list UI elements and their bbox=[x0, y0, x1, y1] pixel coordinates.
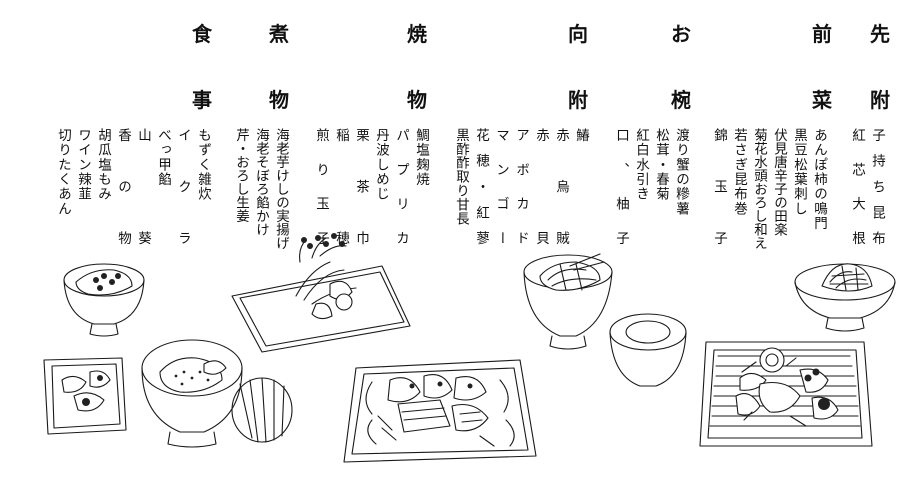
dish-yakimono-3: 丹波しめじ bbox=[373, 128, 389, 202]
course-heading-bottom: 附 bbox=[568, 88, 588, 112]
dish-mukozuke-6: 花穂・紅蓼 bbox=[473, 128, 489, 246]
yakimono-plate-illustration bbox=[231, 233, 411, 353]
dish-zensai-2: 黒豆松葉刺し bbox=[791, 128, 807, 217]
course-heading-top: お bbox=[671, 22, 691, 46]
dish-mukozuke-2: 赤烏賊 bbox=[553, 128, 569, 246]
dish-yakimono-5: 稲穂 bbox=[333, 128, 349, 246]
dish-zensai-3: 伏見唐辛子の田楽 bbox=[771, 128, 787, 236]
dish-shokuji-7: ワイン辣韮 bbox=[75, 128, 91, 202]
dish-mukozuke-3: 赤貝 bbox=[533, 128, 549, 246]
course-heading-mukozuke: 向 附 bbox=[566, 18, 590, 118]
course-heading-bottom: 菜 bbox=[812, 88, 832, 112]
course-heading-top: 煮 bbox=[269, 22, 289, 46]
course-heading-top: 食 bbox=[192, 22, 212, 46]
dish-zensai-1: あんぽ柿の鳴門 bbox=[811, 128, 827, 231]
dish-mukozuke-1: 鰆 bbox=[573, 128, 589, 143]
course-heading-zensai: 前 菜 bbox=[810, 18, 834, 118]
dish-shokuji-5: 香の物 bbox=[115, 128, 131, 246]
dish-owan-1: 渡り蟹の糝薯 bbox=[673, 128, 689, 217]
course-heading-sakizuke: 先 附 bbox=[868, 18, 892, 118]
course-heading-top: 先 bbox=[870, 22, 890, 46]
mukozuke-plate-illustration bbox=[343, 359, 537, 463]
dish-shokuji-4: 山葵 bbox=[135, 128, 151, 246]
zensai-tray-illustration bbox=[699, 341, 873, 447]
course-heading-owan: お 椀 bbox=[669, 18, 693, 118]
dish-shokuji-6: 胡瓜塩もみ bbox=[95, 128, 111, 202]
dish-nimono-1: 海老芋けしの実揚げ bbox=[273, 128, 289, 250]
course-heading-bottom: 附 bbox=[870, 88, 890, 112]
course-heading-bottom: 物 bbox=[407, 88, 427, 112]
dish-mukozuke-7: 黒酢酢取り甘長 bbox=[453, 128, 469, 226]
nimono-bowl-illustration bbox=[141, 339, 293, 448]
dish-shokuji-1: もずく雑炊 bbox=[195, 128, 211, 202]
dish-owan-4: 口、柚子 bbox=[613, 128, 629, 246]
dish-nimono-3: 芹・おろし生姜 bbox=[233, 128, 249, 223]
dish-zensai-4: 菊花水頭おろし和え bbox=[751, 128, 767, 250]
course-heading-top: 焼 bbox=[407, 22, 427, 46]
owan-bowl-illustration bbox=[523, 253, 687, 387]
dish-sakizuke-2: 紅芯大根 bbox=[849, 128, 865, 246]
shokuji-bowl-illustration bbox=[63, 263, 145, 337]
dish-shokuji-3: べっ甲餡 bbox=[155, 128, 171, 187]
konomono-dish-illustration bbox=[43, 357, 127, 435]
dish-zensai-6: 錦玉子 bbox=[711, 128, 727, 246]
dish-mukozuke-5: マンゴー bbox=[493, 128, 509, 246]
course-heading-bottom: 物 bbox=[269, 88, 289, 112]
course-heading-nimono: 煮 物 bbox=[267, 18, 291, 118]
dish-nimono-2: 海老そぼろ餡かけ bbox=[253, 128, 269, 236]
dish-shokuji-2: イクラ bbox=[175, 128, 191, 246]
course-heading-top: 前 bbox=[812, 22, 832, 46]
dish-yakimono-6: 煎り玉子 bbox=[313, 128, 329, 246]
dish-yakimono-4: 栗茶巾 bbox=[353, 128, 369, 246]
dish-mukozuke-4: アボカド bbox=[513, 128, 529, 246]
course-heading-shokuji: 食 事 bbox=[190, 18, 214, 118]
dish-yakimono-1: 鯛塩麹焼 bbox=[413, 128, 429, 187]
course-heading-top: 向 bbox=[568, 22, 588, 46]
dish-zensai-5: 若さぎ昆布巻 bbox=[731, 128, 747, 217]
course-heading-yakimono: 焼 物 bbox=[405, 18, 429, 118]
dish-owan-3: 紅白水引き bbox=[633, 128, 649, 202]
course-heading-bottom: 椀 bbox=[671, 88, 691, 112]
dish-sakizuke-1: 子持ち昆布 bbox=[869, 128, 885, 246]
dish-owan-2: 松茸・春菊 bbox=[653, 128, 669, 202]
sakizuke-bowl-illustration bbox=[794, 263, 896, 332]
dish-yakimono-2: パプリカ bbox=[393, 128, 409, 246]
course-heading-bottom: 事 bbox=[192, 88, 212, 112]
dish-shokuji-8: 切りたくあん bbox=[55, 128, 71, 217]
